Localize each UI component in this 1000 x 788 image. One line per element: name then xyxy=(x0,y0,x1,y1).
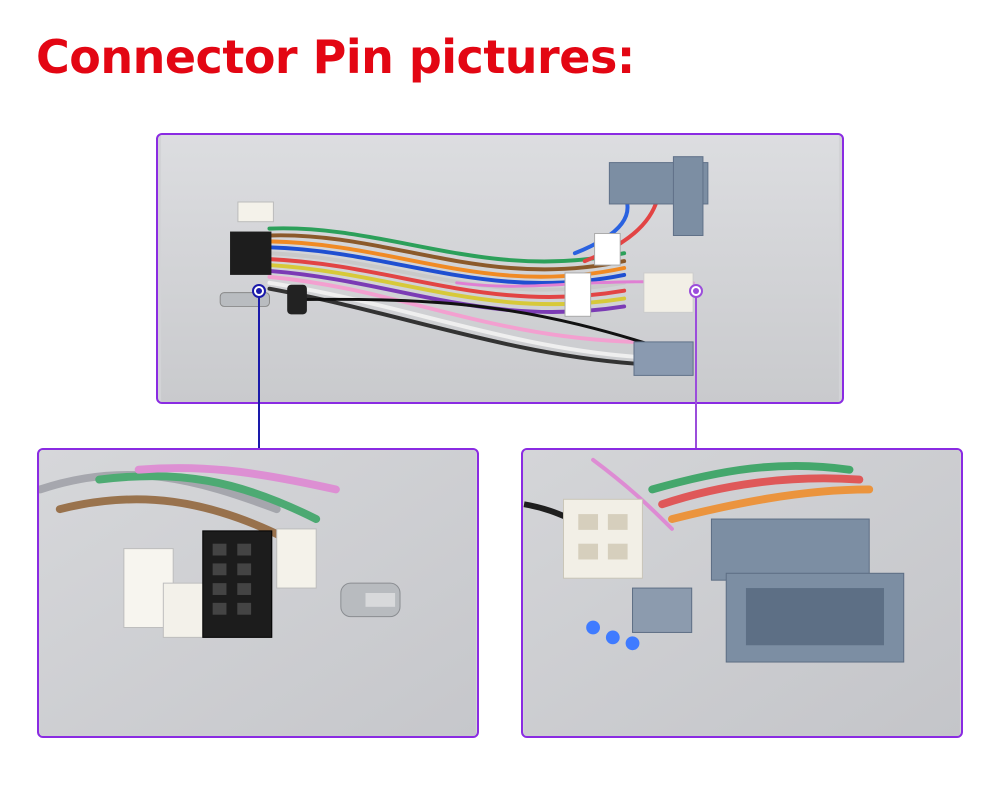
head-unit-connectors-closeup xyxy=(37,448,479,738)
harness-overview-image xyxy=(161,135,839,402)
vehicle-connectors-image xyxy=(523,450,960,736)
page-title: Connector Pin pictures: xyxy=(36,30,635,84)
head-unit-connectors-image xyxy=(39,450,476,736)
full-harness-photo xyxy=(156,133,844,404)
vehicle-connectors-closeup xyxy=(521,448,963,738)
